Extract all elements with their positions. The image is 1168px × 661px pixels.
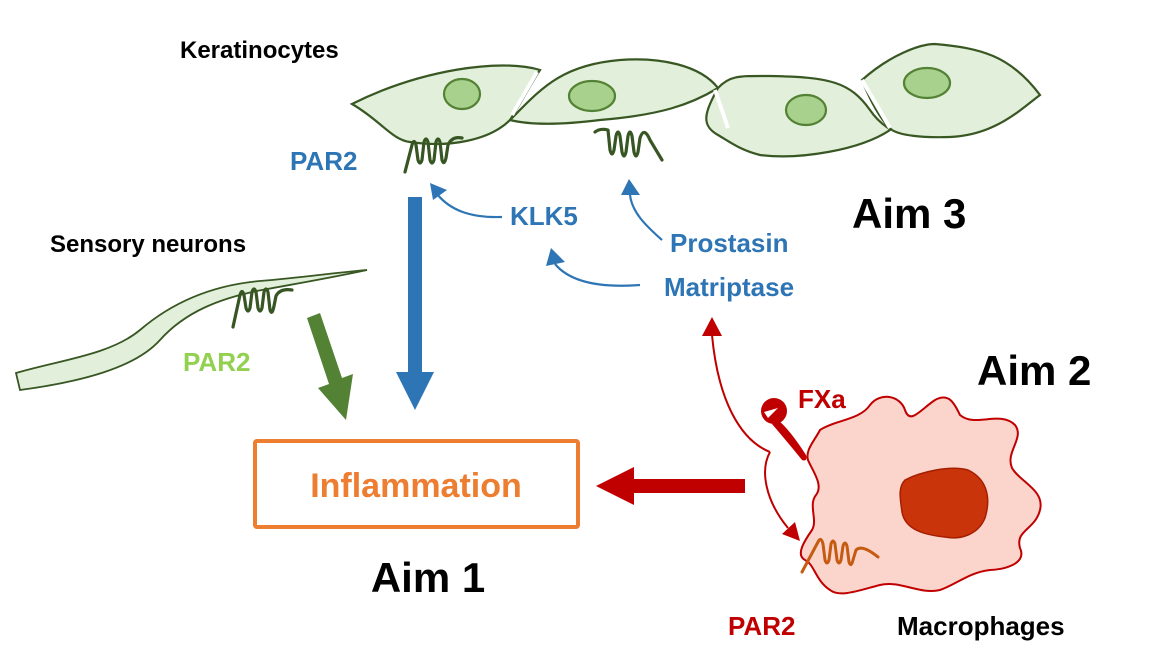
keratinocyte-nucleus-4 xyxy=(902,66,952,100)
inflammation-label: Inflammation xyxy=(310,467,522,505)
macrophage-par2-label: PAR2 xyxy=(728,611,795,641)
keratinocyte-cell-4 xyxy=(860,42,1042,139)
aim-1-label: Aim 1 xyxy=(371,554,485,601)
keratinocyte-nucleus-3 xyxy=(784,93,828,127)
arrow-matriptase-to-klk5 xyxy=(546,248,641,287)
arrow-fxa-to-macrophage-par2 xyxy=(764,451,800,541)
macrophage-nucleus xyxy=(899,467,989,539)
neuron-par2-receptor xyxy=(231,287,294,329)
aim-3-label: Aim 3 xyxy=(852,190,966,237)
macrophages-label: Macrophages xyxy=(897,611,1065,641)
arrow-macrophage-to-inflammation xyxy=(596,467,745,505)
prostasin-label: Prostasin xyxy=(670,228,789,258)
arrow-neuron-to-inflammation xyxy=(307,313,353,420)
sensory-neuron xyxy=(14,269,368,391)
keratinocyte-nucleus-1 xyxy=(442,77,482,111)
keratinocytes-label: Keratinocytes xyxy=(180,37,339,64)
arrow-fxa-to-matriptase xyxy=(702,317,771,453)
aim-2-label: Aim 2 xyxy=(977,347,1091,394)
sensory-neurons-label: Sensory neurons xyxy=(50,231,246,258)
keratinocyte-cell-1 xyxy=(349,64,542,145)
neuron-par2-label: PAR2 xyxy=(183,347,250,377)
arrow-prostasin-to-par2 xyxy=(621,179,663,241)
fxa-protease-icon xyxy=(761,398,807,461)
keratinocyte-par2-receptor-1 xyxy=(403,136,464,174)
keratinocyte-nucleus-2 xyxy=(567,79,617,113)
klk5-label: KLK5 xyxy=(510,201,578,231)
inflammation-box xyxy=(253,439,580,529)
fxa-label: FXa xyxy=(798,384,846,414)
arrow-klk5-to-par2 xyxy=(430,183,503,219)
keratinocyte-par2-label: PAR2 xyxy=(290,146,357,176)
keratinocyte-layer xyxy=(349,42,1042,158)
matriptase-label: Matriptase xyxy=(664,272,794,302)
arrow-keratinocyte-to-inflammation xyxy=(396,197,434,410)
keratinocyte-par2-receptor-2 xyxy=(593,127,664,162)
macrophage-par2-receptor xyxy=(800,537,880,574)
